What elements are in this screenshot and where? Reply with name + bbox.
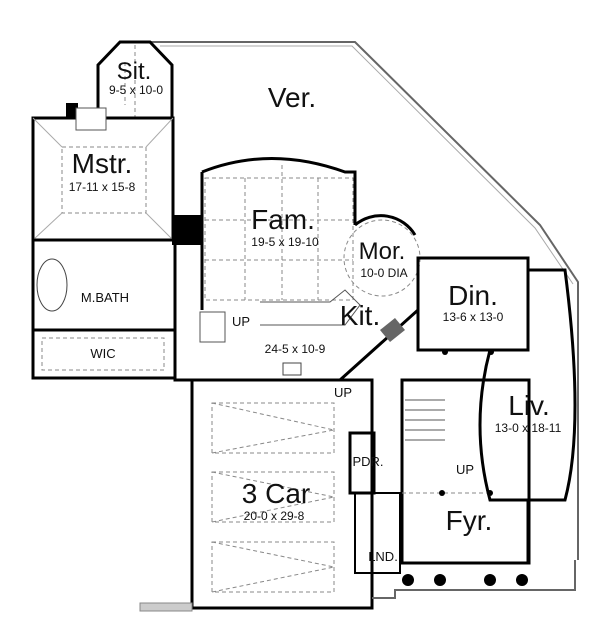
room-size-living: 13-0 x 18-11 — [494, 421, 562, 435]
room-size-morning: 10-0 DIA — [360, 266, 408, 280]
room-name-sit: Sit. — [116, 58, 152, 85]
room-name-morning: Mor. — [358, 238, 406, 265]
room-size-sit: 9-5 x 10-0 — [108, 83, 164, 97]
room-size-master: 17-11 x 15-8 — [68, 180, 136, 194]
master-bedroom-walls — [31, 116, 175, 242]
master-bath-walls — [31, 238, 177, 332]
room-name-verandah: Ver. — [267, 82, 317, 113]
room-name-living: Liv. — [508, 390, 550, 421]
room-name-master-bath: M.BATH — [80, 290, 130, 305]
stair-label-up-garage: UP — [333, 385, 353, 400]
room-name-powder: PDR. — [352, 454, 384, 469]
room-size-garage: 20-0 x 29-8 — [243, 509, 305, 523]
room-name-kitchen: Kit. — [339, 300, 381, 331]
foyer-walls — [400, 378, 531, 565]
room-name-foyer: Fyr. — [445, 505, 493, 536]
room-name-master: Mstr. — [71, 148, 133, 179]
kitchen-counter — [260, 289, 361, 326]
room-size-kitchen: 24-5 x 10-9 — [264, 342, 326, 356]
room-name-laundry: LND. — [368, 549, 398, 564]
room-name-garage: 3 Car — [241, 478, 311, 509]
verandah-outline-inner — [160, 45, 574, 285]
family-room-walls — [201, 157, 357, 225]
room-size-dining: 13-6 x 13-0 — [442, 310, 504, 324]
porch-outline — [372, 560, 576, 599]
room-name-family: Fam. — [251, 204, 315, 235]
verandah-outline — [150, 41, 579, 560]
stair-label-up-kitchen: UP — [231, 314, 251, 329]
room-size-family: 19-5 x 19-10 — [251, 235, 319, 249]
porch-columns — [402, 574, 528, 586]
room-name-dining: Din. — [448, 280, 498, 311]
living-room-walls — [478, 268, 577, 563]
room-name-wic: WIC — [90, 346, 116, 361]
laundry-walls — [354, 492, 401, 574]
stair-label-up-foyer: UP — [455, 462, 475, 477]
